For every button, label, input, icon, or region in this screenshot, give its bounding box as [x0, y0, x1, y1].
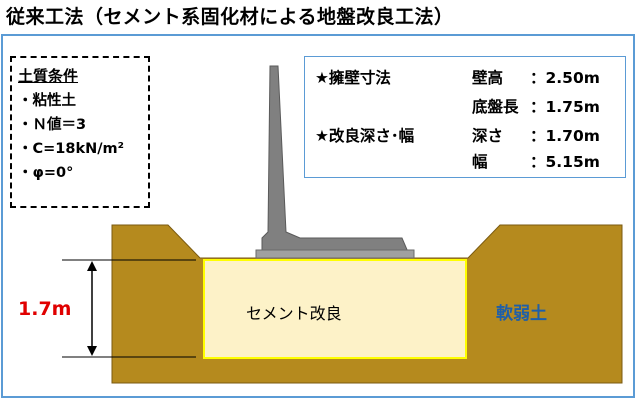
- spec-value: ：2.50m: [530, 69, 600, 87]
- spec-name: 深さ: [472, 127, 504, 145]
- spec-value: ：1.75m: [530, 98, 600, 116]
- spec-name: 壁高: [472, 69, 504, 87]
- spec-name: 底盤長: [472, 98, 519, 116]
- dimension-arrow-up: [87, 261, 97, 271]
- page-title: 従来工法（セメント系固化材による地盤改良工法）: [6, 6, 454, 28]
- retaining-wall: [261, 65, 409, 253]
- wall-base: [255, 249, 415, 259]
- spec-value: ：5.15m: [530, 153, 600, 171]
- spec-name: 幅: [472, 153, 488, 171]
- specification-box: [304, 56, 626, 178]
- wall-dimensions-heading: ★擁壁寸法: [315, 69, 391, 87]
- improvement-heading: ★改良深さ･幅: [315, 127, 415, 145]
- cement-improvement-label: セメント改良: [246, 304, 342, 323]
- soil-condition-item: ・粘性土: [18, 93, 76, 109]
- soil-conditions-box: 土質条件 ・粘性土 ・Ｎ値＝3 ・C=18kN/m² ・φ=0°: [10, 56, 150, 208]
- improved-zone: [203, 259, 467, 359]
- spec-value: ：1.70m: [530, 127, 600, 145]
- soil-condition-item: ・Ｎ値＝3: [18, 117, 87, 133]
- weak-soil-label: 軟弱土: [496, 304, 547, 324]
- soil-conditions-heading: 土質条件: [18, 67, 79, 85]
- soil-condition-item: ・φ=0°: [18, 165, 74, 181]
- dimension-arrow-down: [87, 346, 97, 356]
- depth-label: 1.7m: [18, 298, 72, 320]
- soil-condition-item: ・C=18kN/m²: [18, 141, 125, 157]
